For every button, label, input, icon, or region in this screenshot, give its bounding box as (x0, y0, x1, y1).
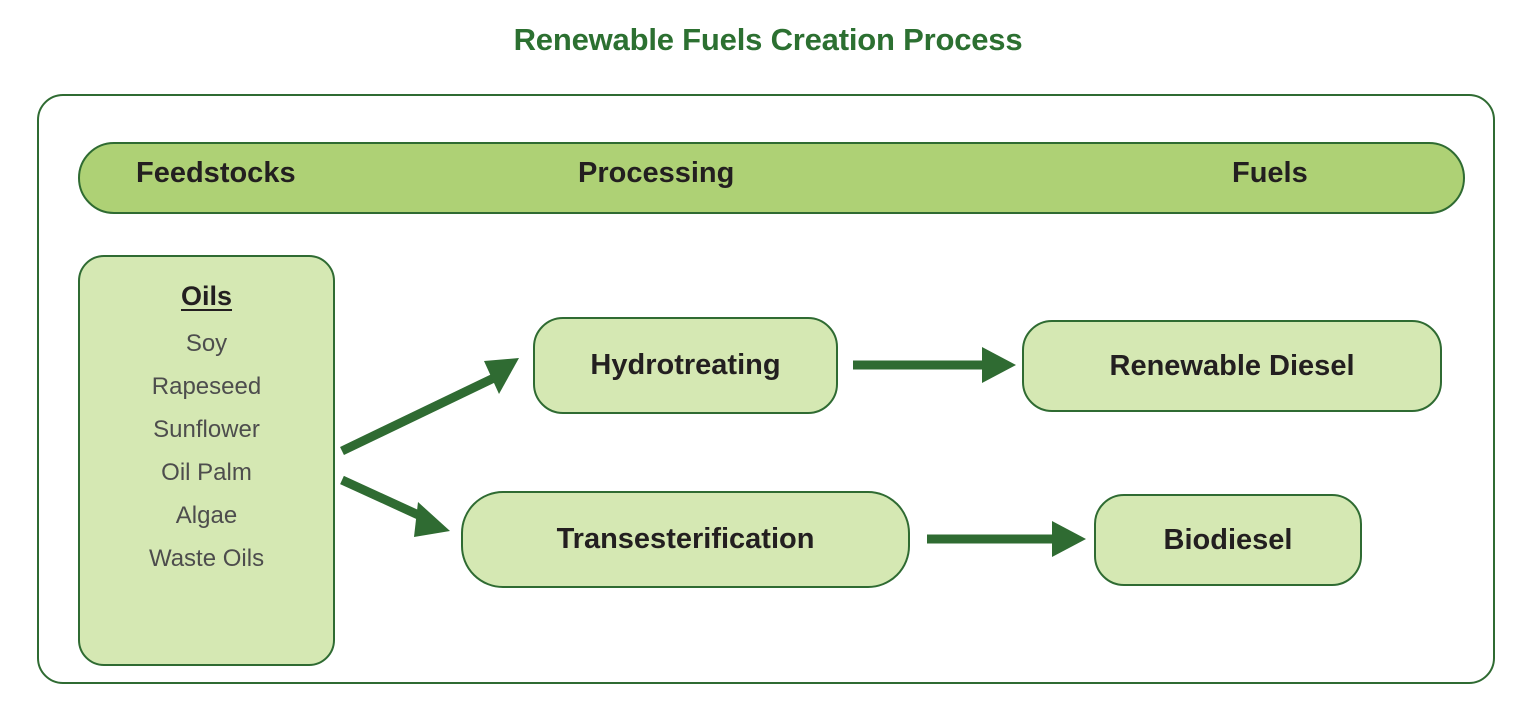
page-title: Renewable Fuels Creation Process (513, 22, 1023, 57)
process-node-transesterification: Transesterification (461, 491, 910, 588)
list-item: Rapeseed (151, 373, 262, 400)
list-item: Algae (175, 502, 238, 529)
process-node-hydrotreating: Hydrotreating (533, 317, 838, 414)
column-header-processing: Processing (578, 157, 735, 189)
feedstock-heading-oils: Oils (180, 281, 233, 311)
list-item: Soy (185, 330, 228, 357)
list-item: Waste Oils (148, 545, 265, 572)
list-item: Sunflower (153, 416, 260, 443)
fuel-node-renewable-diesel: Renewable Diesel (1022, 320, 1442, 412)
column-header-feedstocks: Feedstocks (136, 157, 296, 189)
fuel-node-biodiesel: Biodiesel (1094, 494, 1362, 586)
column-header-bar (78, 142, 1465, 214)
column-header-fuels: Fuels (1232, 157, 1308, 189)
feedstock-oils-box: Oils Soy Rapeseed Sunflower Oil Palm Alg… (78, 255, 335, 666)
list-item: Oil Palm (161, 459, 252, 486)
